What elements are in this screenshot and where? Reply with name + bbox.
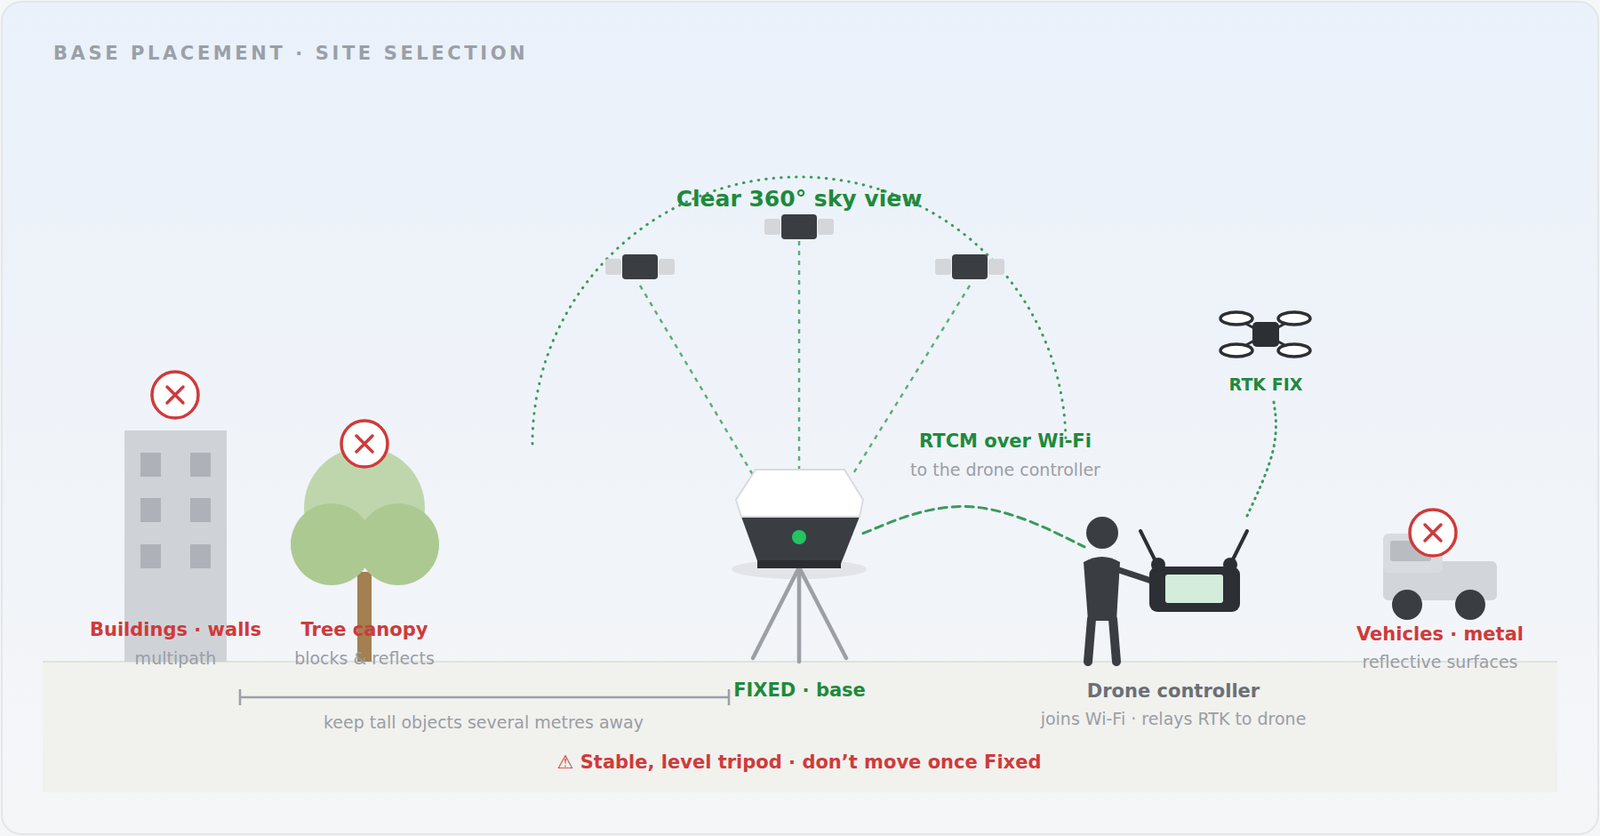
base-station: FIXED · base [736, 469, 864, 569]
node-heading: Tree canopy [301, 618, 429, 640]
antenna-dome [736, 469, 864, 517]
node-heading: FIXED · base [733, 679, 866, 701]
node-heading: Vehicles · metal [1356, 623, 1524, 645]
controller-body [1149, 566, 1240, 612]
node-note: multipath [135, 648, 217, 669]
distance-note: keep tall objects several metres away [323, 712, 644, 733]
drone-rotor [1220, 344, 1253, 357]
drone-rotor [1220, 312, 1253, 325]
window [190, 452, 211, 477]
solar-panel [817, 218, 834, 235]
controller-knob [1223, 557, 1238, 572]
diagram-title: BASE PLACEMENT · SITE SELECTION [53, 42, 528, 64]
hazard-building: Buildings · wallsmultipath [124, 430, 227, 662]
controller-knob [1151, 557, 1166, 572]
window [190, 544, 211, 568]
node-note: blocks & reflects [294, 648, 435, 669]
tree-foliage [357, 503, 440, 585]
no-mark-cross [167, 386, 184, 403]
tripod [752, 567, 847, 662]
receiver-base [757, 560, 841, 568]
solar-panel [988, 258, 1005, 275]
distance-bracket [240, 688, 729, 705]
no-mark-cross [356, 435, 373, 452]
person-arm [1116, 568, 1154, 582]
person-head [1086, 516, 1119, 549]
hazard-tree: Tree canopyblocks & reflects [321, 447, 408, 662]
warning-note: ⚠ Stable, level tripod · don’t move once… [557, 751, 1042, 773]
ground [42, 661, 1558, 792]
tree-trunk [357, 571, 372, 662]
node-note: reflective surfaces [1361, 652, 1518, 672]
window [140, 452, 161, 477]
drone: RTK FIX [1212, 302, 1320, 399]
no-mark [341, 420, 388, 467]
window [140, 497, 161, 522]
window [140, 544, 161, 568]
no-mark [152, 371, 199, 418]
node-heading: RTK FIX [1229, 375, 1304, 395]
signal-line [640, 285, 753, 475]
signal-line [798, 240, 801, 470]
no-mark-cross [1424, 524, 1441, 541]
person-legs [1088, 618, 1117, 662]
satellite [622, 254, 658, 280]
satellite [952, 254, 988, 280]
drone-rotor [1278, 312, 1311, 325]
solar-panel [764, 218, 781, 235]
drone-controller: Drone controllerjoins Wi-Fi · relays RTK… [1084, 515, 1263, 664]
vehicle-wheel [1455, 589, 1486, 620]
solar-panel [658, 258, 675, 275]
sky-view-label: Clear 360° sky view [676, 186, 923, 213]
controller-screen [1165, 574, 1224, 603]
edge-label: RTCM over Wi-Fi [919, 430, 1092, 452]
person-body [1083, 556, 1120, 621]
edge-sublabel: to the drone controller [910, 460, 1101, 480]
node-note: joins Wi-Fi · relays RTK to drone [1040, 709, 1307, 729]
node-heading: Drone controller [1087, 680, 1260, 702]
drone-rotor [1278, 344, 1311, 357]
drone-body [1252, 321, 1280, 347]
satellite [781, 214, 817, 240]
solar-panel [935, 258, 952, 275]
receiver-body [741, 516, 860, 568]
no-mark [1409, 509, 1456, 556]
vehicle-wheel [1392, 589, 1423, 620]
status-led [792, 529, 807, 544]
window [190, 497, 211, 522]
signal-connector [863, 505, 1085, 546]
node-heading: Buildings · walls [89, 618, 262, 640]
solar-panel [605, 258, 622, 275]
hazard-vehicle: Vehicles · metalreflective surfaces [1383, 533, 1497, 620]
signal-connector [1247, 398, 1276, 516]
